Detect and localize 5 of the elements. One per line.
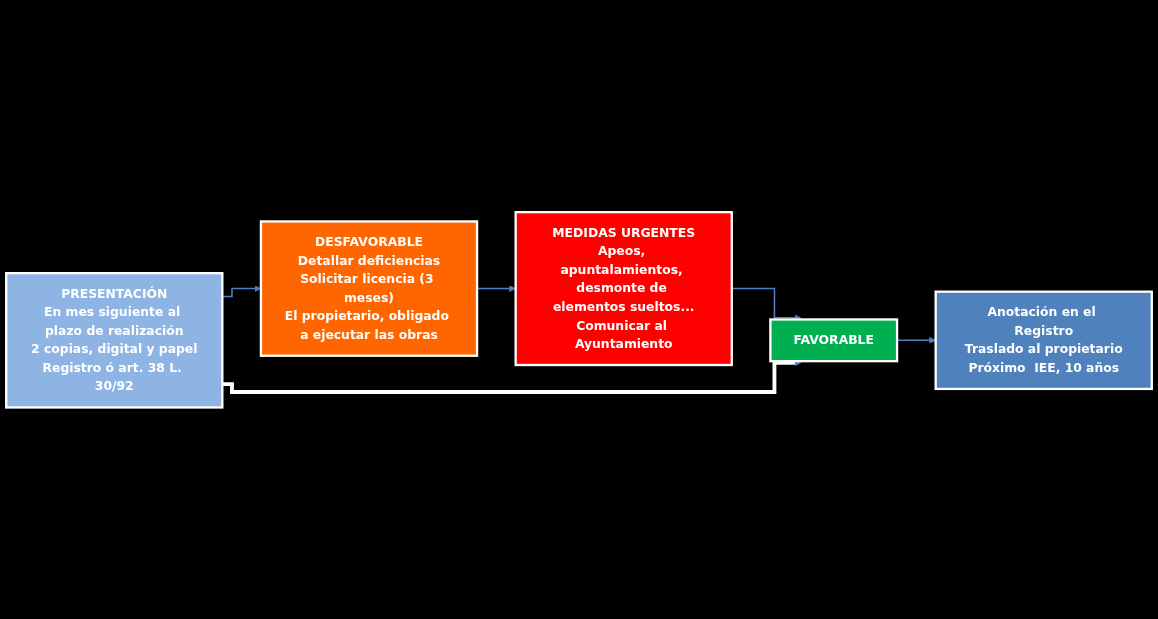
node-box: DESFAVORABLE Detallar deficiencias Solicitar licencia (3 meses) El propietario, obligado a ejecutar las obras: [259, 219, 479, 357]
node-box: PRESENTACIÓN En mes siguiente al plazo de realización 2 copias, digital y papel Registro ó art. 38 L. 30/92: [5, 271, 224, 409]
node-box: FAVORABLE: [769, 317, 899, 362]
node-box: MEDIDAS URGENTES Apeos, apuntalamientos, desmonte de elementos sueltos... Comunicar al Ayuntamiento: [514, 210, 733, 366]
node-box: Anotación en el Registro Traslado al propietario Próximo IEE, 10 años: [934, 290, 1153, 390]
